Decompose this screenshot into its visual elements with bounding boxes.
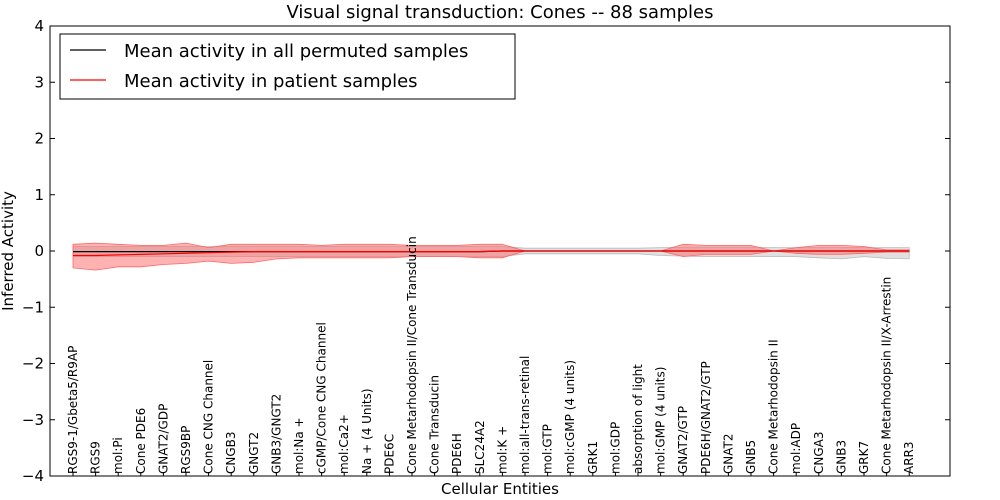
x-category-label: CNGB3: [224, 431, 238, 474]
x-category-label: RGS9: [89, 441, 103, 474]
x-category-label: mol:ADP: [789, 423, 803, 474]
x-category-label: GNAT2: [721, 433, 735, 474]
series-line-1: [73, 250, 910, 257]
confidence-band-1: [72, 242, 910, 271]
x-category-label: mol:K +: [495, 426, 509, 474]
chart-title: Visual signal transduction: Cones -- 88 …: [286, 2, 713, 23]
confidence-bands: [72, 242, 910, 271]
x-category-label: mol:GDP: [608, 422, 622, 474]
x-category-label: Cone Metarhodopsin II/X-Arrestin: [880, 277, 894, 474]
x-category-label: mol:GMP (4 units): [654, 367, 668, 474]
x-category-label: ARR3: [902, 441, 916, 474]
x-category-label: SLC24A2: [473, 420, 487, 474]
y-tick-label: 2: [34, 130, 44, 148]
x-category-label: mol:all-trans-retinal: [518, 356, 532, 474]
x-category-label: GNB3/GNGT2: [269, 394, 283, 474]
y-tick-label: 1: [34, 186, 44, 204]
y-axis-ticks: −4 −3 −2 −1 0 1 2 3 4: [22, 17, 950, 485]
y-tick-label: 0: [34, 242, 44, 260]
legend: Mean activity in all permuted samples Me…: [59, 33, 516, 100]
x-category-label: GNB3: [834, 440, 848, 474]
x-category-label: GNAT2/GDP: [156, 404, 170, 474]
x-category-label: GRK7: [857, 441, 871, 474]
x-axis-title: Cellular Entities: [441, 480, 559, 498]
x-axis-category-labels: RGS9-1/Gbeta5/R9AP RGS9 mol:Pi Cone PDE6 GNA…: [66, 236, 916, 476]
x-category-label: mol:cGMP (4 units): [563, 360, 577, 474]
y-tick-label: −3: [22, 411, 44, 429]
x-category-label: RGS9-1/Gbeta5/R9AP: [66, 346, 80, 474]
x-category-label: GRK1: [586, 441, 600, 474]
x-category-label: mol:Na +: [292, 417, 306, 474]
y-axis-title: Inferred Activity: [0, 191, 17, 311]
y-tick-label: −1: [22, 298, 44, 316]
x-category-label: PDE6H: [450, 433, 464, 474]
legend-label-patient: Mean activity in patient samples: [124, 71, 418, 92]
x-category-label: mol:Pi: [111, 437, 125, 474]
legend-box: [59, 33, 516, 100]
x-category-label: Cone Transducin: [428, 375, 442, 474]
x-category-label: cGMP/Cone CNG Channel: [315, 322, 329, 474]
x-category-label: GNAT2/GTP: [676, 406, 690, 474]
x-category-label: mol:GTP: [541, 424, 555, 474]
y-tick-label: 3: [34, 73, 44, 91]
x-category-label: GNGT2: [247, 432, 261, 474]
x-category-label: PDE6C: [382, 434, 396, 474]
x-category-label: Cone Metarhodopsin II: [767, 339, 781, 474]
x-category-label: Cone PDE6: [134, 408, 148, 474]
y-tick-label: −2: [22, 355, 44, 373]
legend-label-permuted: Mean activity in all permuted samples: [124, 41, 468, 62]
x-category-label: Cone CNG Channel: [202, 360, 216, 474]
y-tick-label: −4: [22, 467, 44, 485]
x-category-label: mol:Ca2+: [337, 414, 351, 474]
x-category-label: RGS9BP: [179, 426, 193, 474]
x-category-label: Na + (4 Units): [360, 388, 374, 474]
x-category-label: GNB5: [744, 440, 758, 474]
x-category-label: Cone Metarhodopsin II/Cone Transducin: [405, 236, 419, 474]
series-lines: [73, 250, 910, 257]
x-category-label: CNGA3: [812, 432, 826, 475]
x-category-label: absorption of light: [631, 364, 645, 474]
x-category-label: PDE6H/GNAT2/GTP: [699, 361, 713, 474]
y-tick-label: 4: [34, 17, 44, 35]
